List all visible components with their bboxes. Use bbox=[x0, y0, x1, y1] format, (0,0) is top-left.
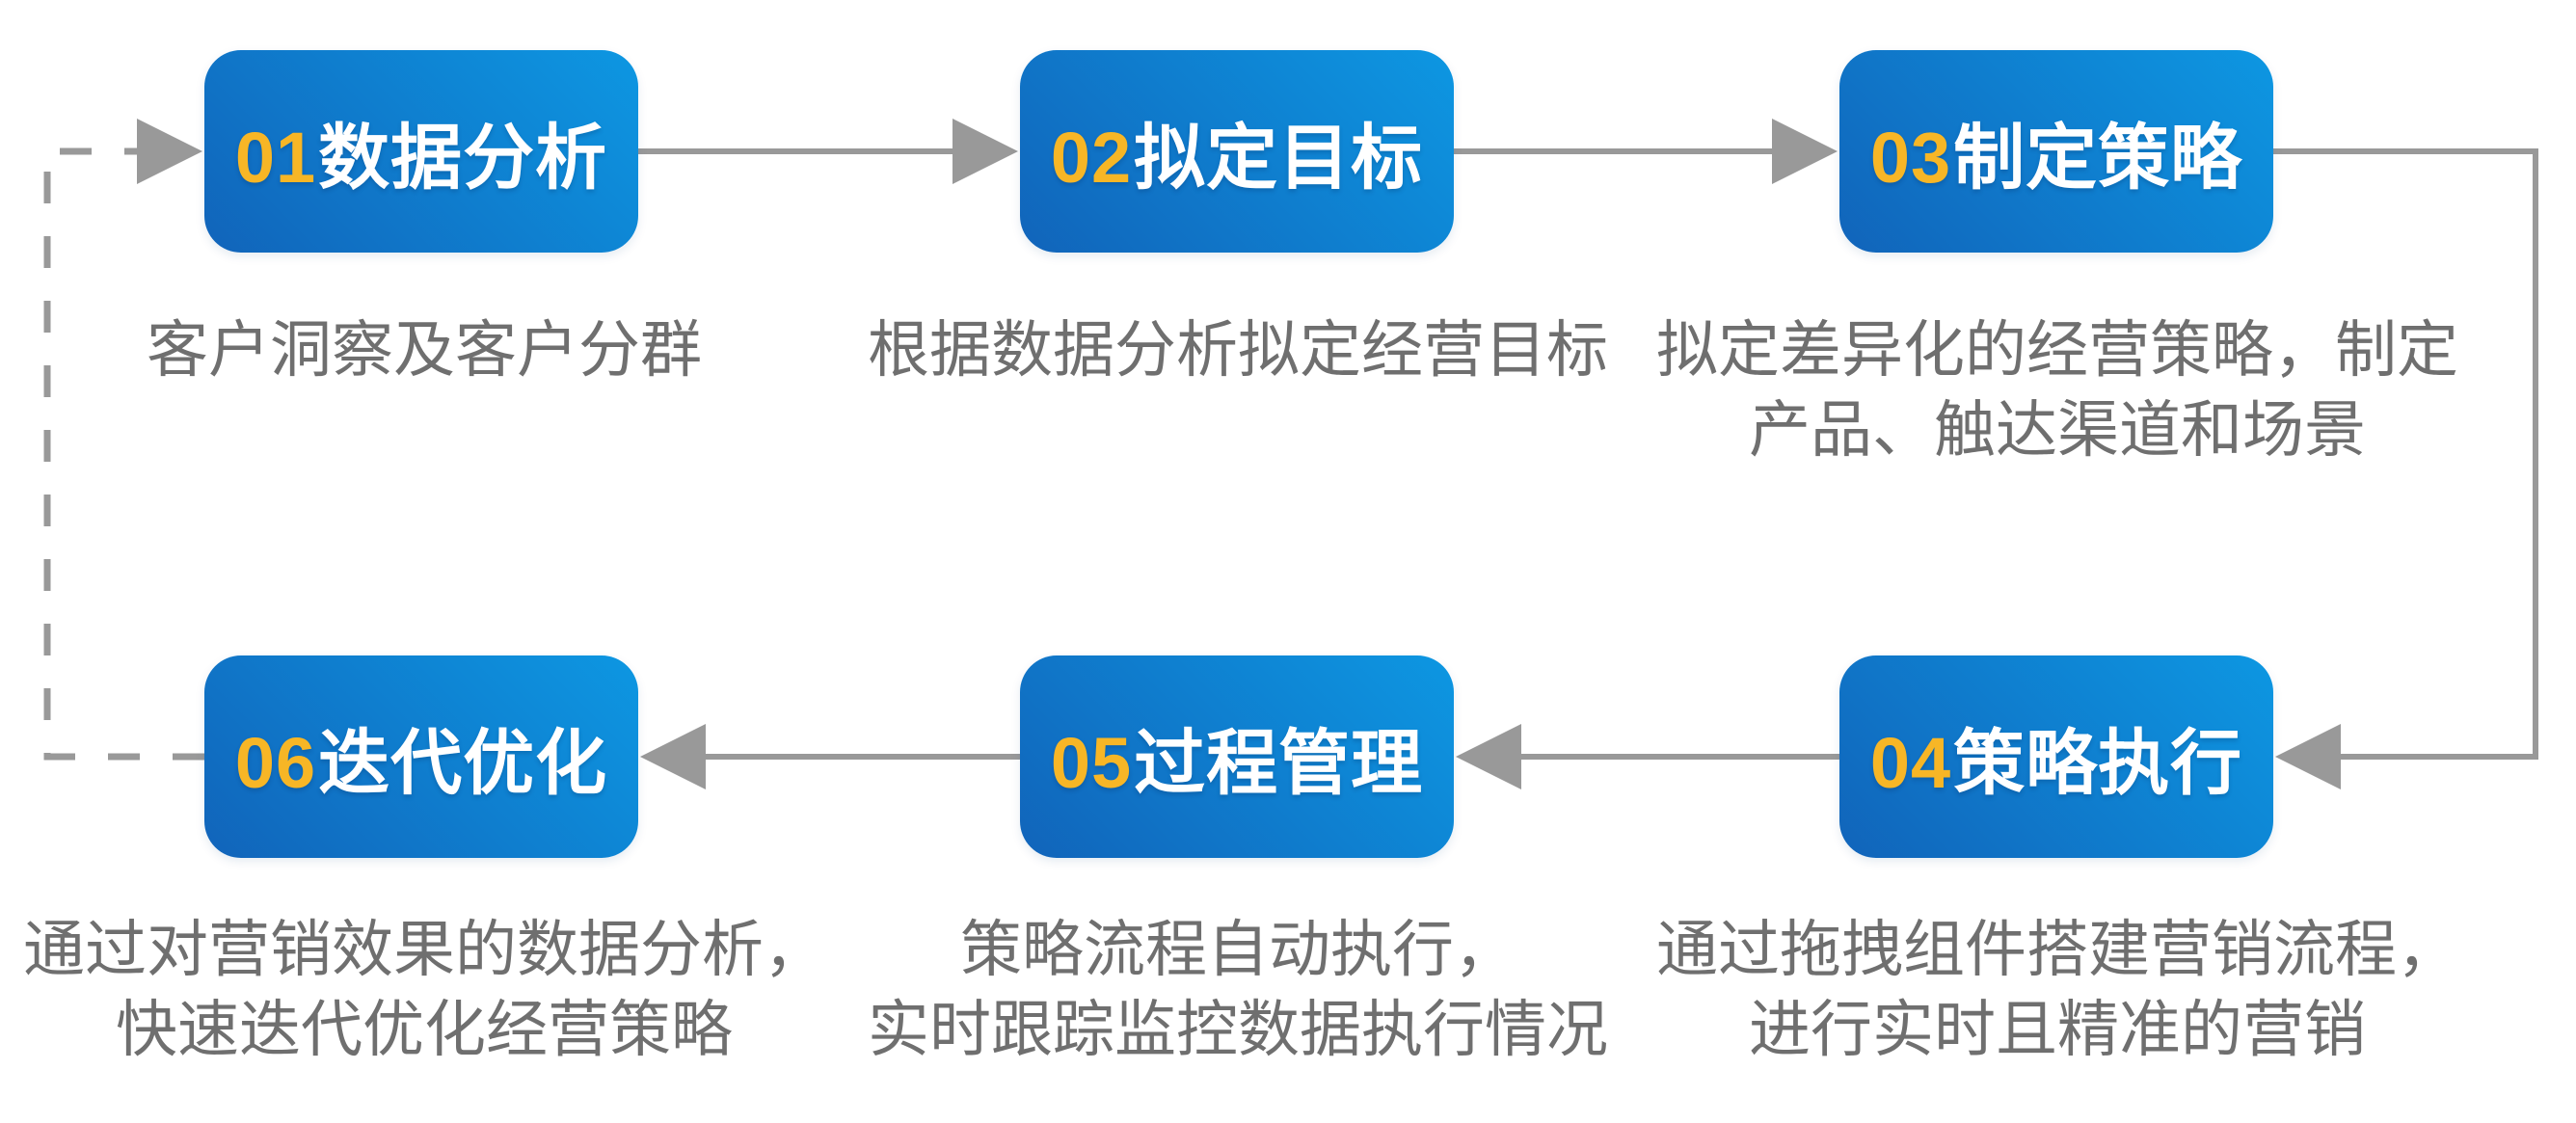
step-label-04: 04策略执行 bbox=[1870, 706, 2242, 809]
step-description-06: 通过对营销效果的数据分析， 快速迭代优化经营策略 bbox=[23, 915, 825, 1064]
arrowhead-into-step3 bbox=[1772, 119, 1838, 184]
step-number-01: 01 bbox=[234, 117, 317, 198]
step-title-02: 拟定目标 bbox=[1134, 117, 1424, 198]
arrowhead-into-step1 bbox=[137, 119, 202, 184]
step-title-04: 策略执行 bbox=[1953, 722, 2243, 803]
connector-step4-step5 bbox=[1456, 724, 1839, 789]
step-number-03: 03 bbox=[1869, 117, 1952, 198]
step-box-04: 04策略执行 bbox=[1839, 655, 2273, 858]
step-title-03: 制定策略 bbox=[1953, 117, 2243, 198]
step-description-02: 根据数据分析拟定经营目标 bbox=[868, 315, 1608, 385]
arrowhead-into-step5 bbox=[1456, 724, 1521, 789]
step-box-05: 05过程管理 bbox=[1020, 655, 1454, 858]
connector-step2-step3 bbox=[1454, 119, 1838, 184]
step-label-02: 02拟定目标 bbox=[1051, 100, 1423, 203]
step-description-04: 通过拖拽组件搭建营销流程， 进行实时且精准的营销 bbox=[1656, 915, 2458, 1064]
step-number-02: 02 bbox=[1050, 117, 1133, 198]
step-box-02: 02拟定目标 bbox=[1020, 50, 1454, 253]
step-label-01: 01数据分析 bbox=[235, 100, 607, 203]
step-number-06: 06 bbox=[234, 722, 317, 803]
step-description-03: 拟定差异化的经营策略，制定 产品、触达渠道和场景 bbox=[1656, 315, 2458, 465]
step-box-01: 01数据分析 bbox=[204, 50, 638, 253]
step-title-01: 数据分析 bbox=[318, 117, 608, 198]
connector-step1-step2 bbox=[638, 119, 1018, 184]
connector-step5-step6 bbox=[640, 724, 1020, 789]
step-box-03: 03制定策略 bbox=[1839, 50, 2273, 253]
step-number-04: 04 bbox=[1869, 722, 1952, 803]
step-label-05: 05过程管理 bbox=[1051, 706, 1423, 809]
arrowhead-into-step2 bbox=[953, 119, 1018, 184]
step-number-05: 05 bbox=[1050, 722, 1133, 803]
step-title-05: 过程管理 bbox=[1134, 722, 1424, 803]
arrowhead-into-step4 bbox=[2275, 724, 2341, 789]
step-description-01: 客户洞察及客户分群 bbox=[147, 315, 702, 385]
arrowhead-into-step6 bbox=[640, 724, 706, 789]
step-label-03: 03制定策略 bbox=[1870, 100, 2242, 203]
step-description-05: 策略流程自动执行， 实时跟踪监控数据执行情况 bbox=[868, 915, 1608, 1064]
connector-loop-step6-step1 bbox=[43, 119, 204, 761]
connector-step3-step4 bbox=[2273, 148, 2538, 789]
step-box-06: 06迭代优化 bbox=[204, 655, 638, 858]
step-title-06: 迭代优化 bbox=[318, 722, 608, 803]
step-label-06: 06迭代优化 bbox=[235, 706, 607, 809]
